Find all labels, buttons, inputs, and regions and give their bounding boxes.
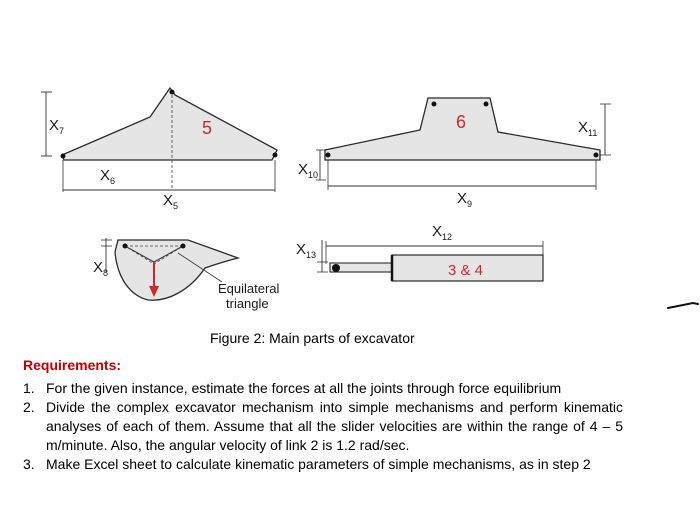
link-6-body — [324, 97, 601, 161]
dim-x9-prefix: X — [457, 190, 467, 207]
link-5-joint-left — [60, 153, 66, 159]
dim-x13-prefix: X — [296, 241, 306, 258]
svg-text:X11: X11 — [578, 119, 597, 138]
bucket-triangle — [123, 245, 185, 265]
dim-x11: X11 — [578, 103, 611, 156]
requirement-item: 2. Divide the complex excavator mechanis… — [23, 398, 623, 455]
dim-x8-prefix: X — [93, 259, 103, 276]
dim-x9-sub: 9 — [467, 199, 472, 209]
dim-x13-sub: 13 — [306, 250, 316, 260]
link-5-number: 5 — [202, 118, 212, 138]
link-6-joint-left — [325, 152, 331, 158]
dim-x6-prefix: X — [100, 167, 110, 184]
svg-text:X10: X10 — [298, 161, 318, 180]
annotation-line1: Equilateral — [218, 281, 280, 296]
figure-caption: Figure 2: Main parts of excavator — [210, 330, 415, 346]
link-3-4: 3 & 4 X12 X13 — [296, 223, 544, 282]
requirements-title: Requirements: — [23, 357, 122, 373]
dim-x6-sub: 6 — [110, 176, 115, 186]
requirement-item: 1. For the given instance, estimate the … — [23, 379, 623, 398]
link-5: 5 X7 X6 X5 — [41, 86, 278, 211]
svg-text:X8: X8 — [93, 259, 108, 278]
link-5-body — [61, 86, 278, 161]
dim-x5-prefix: X — [163, 192, 173, 209]
pen-mark — [667, 301, 699, 309]
dim-x12-prefix: X — [432, 223, 442, 240]
svg-text:X7: X7 — [49, 117, 64, 136]
cylinder-rod-joint — [332, 264, 340, 272]
load-arrow-head — [149, 286, 159, 297]
link-6: 6 X10 X9 X11 — [298, 97, 611, 209]
dim-x5: X5 — [63, 160, 276, 211]
link-bucket: X8 Equilateral triangle — [93, 238, 280, 311]
bucket-joint-left — [122, 243, 128, 249]
requirement-number: 3. — [23, 456, 35, 472]
dim-x5-sub: 5 — [173, 201, 178, 211]
requirement-number: 1. — [23, 380, 35, 396]
dim-x10-sub: 10 — [308, 170, 318, 180]
requirements-list: 1. For the given instance, estimate the … — [23, 379, 623, 474]
link-6-joint-right — [593, 152, 599, 158]
bucket-body — [114, 239, 241, 301]
requirement-text: For the given instance, estimate the for… — [46, 380, 562, 396]
dim-x8-sub: 8 — [103, 268, 108, 278]
svg-text:X9: X9 — [457, 190, 472, 209]
dim-x6: X6 — [62, 160, 172, 192]
cylinder-barrel — [391, 254, 544, 282]
dim-x10: X10 — [298, 149, 326, 181]
link-5-joint-right — [272, 152, 278, 158]
svg-text:X6: X6 — [100, 167, 115, 186]
dim-x11-prefix: X — [578, 119, 588, 136]
requirement-item: 3. Make Excel sheet to calculate kinemat… — [23, 455, 623, 474]
link-6-number: 6 — [456, 112, 466, 132]
dim-x9: X9 — [327, 160, 597, 209]
dim-x7-sub: 7 — [59, 126, 64, 136]
dim-x12: X12 — [325, 223, 544, 264]
annotation-line2: triangle — [226, 296, 269, 311]
requirement-text: Make Excel sheet to calculate kinematic … — [46, 456, 591, 472]
dim-x7: X7 — [41, 91, 64, 157]
requirement-number: 2. — [23, 399, 35, 415]
svg-text:X12: X12 — [432, 223, 452, 242]
dim-x8: X8 — [93, 238, 112, 278]
svg-text:X5: X5 — [163, 192, 178, 211]
dim-x7-prefix: X — [49, 117, 59, 134]
annotation-leader — [177, 252, 223, 283]
requirement-text: Divide the complex excavator mechanism i… — [46, 399, 623, 453]
dim-x11-sub: 11 — [588, 128, 597, 138]
link-5-joint-top — [169, 89, 175, 95]
bucket-joint-right — [180, 243, 186, 249]
dim-x13: X13 — [296, 240, 328, 273]
dim-x10-prefix: X — [298, 161, 308, 178]
dim-x12-sub: 12 — [442, 232, 452, 242]
excavator-parts-diagram: 5 X7 X6 X5 — [41, 86, 699, 311]
svg-text:X13: X13 — [296, 241, 316, 260]
link-6-joint-top-left — [431, 101, 437, 107]
link-6-joint-top-right — [483, 101, 489, 107]
link-3-4-number: 3 & 4 — [448, 262, 483, 279]
